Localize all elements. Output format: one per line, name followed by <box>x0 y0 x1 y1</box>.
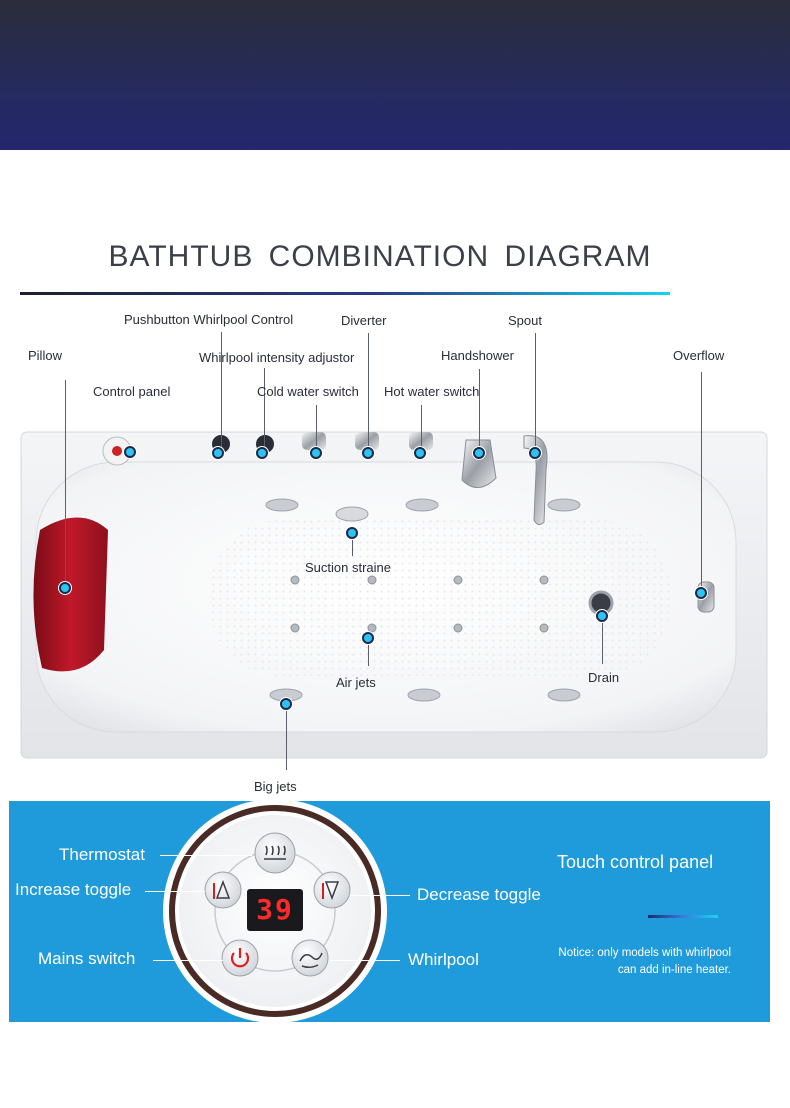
line-thermostat <box>160 855 252 856</box>
line-mains <box>153 960 223 961</box>
line-decrease <box>350 895 410 896</box>
marker-spout <box>529 447 541 459</box>
leader-overflow <box>701 372 702 592</box>
marker-drain <box>596 610 608 622</box>
air-jets-group <box>290 575 549 633</box>
label-drain: Drain <box>588 670 620 685</box>
label-increase-toggle: Increase toggle <box>15 880 132 899</box>
label-whirlpool-intensity-adjustor: Whirlpool intensity adjustor <box>199 350 355 365</box>
page-title: BATHTUB COMBINATION DIAGRAM <box>108 240 652 273</box>
leader-air-jets <box>368 641 369 666</box>
marker-pillow <box>59 582 71 594</box>
label-decrease-toggle: Decrease toggle <box>417 885 541 904</box>
thermostat-button <box>254 832 296 874</box>
decrease-toggle-button <box>313 871 351 909</box>
label-cold-water-switch: Cold water switch <box>257 384 359 399</box>
leader-handshower <box>479 369 480 451</box>
leader-suction <box>352 536 353 556</box>
marker-control-panel <box>124 446 136 458</box>
notice-line-2: can add in-line heater. <box>617 964 731 976</box>
notice-line-1: Notice: only models with whirlpool <box>558 947 731 959</box>
leader-intensity <box>264 368 265 452</box>
leader-spout <box>535 333 536 451</box>
pillow-shape <box>33 517 108 672</box>
heading-accent-bar <box>648 915 718 918</box>
marker-cold <box>310 447 322 459</box>
label-handshower: Handshower <box>441 348 514 363</box>
label-air-jets: Air jets <box>336 675 376 690</box>
line-whirlpool <box>330 960 400 961</box>
touch-panel-illustration <box>163 801 387 1022</box>
diverter-valve <box>355 432 379 450</box>
leader-cold <box>316 405 317 451</box>
leader-big-jets <box>286 707 287 770</box>
title-underline <box>20 292 670 295</box>
leader-drain <box>602 618 603 664</box>
big-jets-group <box>265 498 581 702</box>
label-control-panel: Control panel <box>93 384 171 399</box>
suction-strainer-shape <box>335 506 369 522</box>
label-thermostat: Thermostat <box>59 845 145 864</box>
increase-toggle-button <box>204 871 242 909</box>
marker-pushbutton <box>212 447 224 459</box>
marker-big-jets <box>280 698 292 710</box>
label-pushbutton-whirlpool-control: Pushbutton Whirlpool Control <box>124 312 294 327</box>
label-overflow: Overflow <box>673 348 725 363</box>
marker-hot <box>414 447 426 459</box>
marker-handshower <box>473 447 485 459</box>
leader-pillow <box>65 380 66 586</box>
leader-pushbutton <box>221 332 222 450</box>
bathtub-illustration <box>20 431 768 759</box>
leader-diverter <box>368 333 369 451</box>
label-mains-switch: Mains switch <box>38 949 136 968</box>
leader-hot <box>421 405 422 451</box>
label-whirlpool: Whirlpool <box>408 950 479 969</box>
marker-intensity <box>256 447 268 459</box>
header-band <box>0 0 790 150</box>
label-hot-water-switch: Hot water switch <box>384 384 480 399</box>
handshower-shape <box>461 439 497 488</box>
whirlpool-button <box>291 939 329 977</box>
anti-slip-area <box>210 520 670 676</box>
touch-control-panel-heading: Touch control panel <box>557 852 714 872</box>
label-pillow: Pillow <box>28 348 62 363</box>
marker-overflow <box>695 587 707 599</box>
line-increase <box>145 891 205 892</box>
label-spout: Spout <box>508 313 542 328</box>
control-panel-section <box>9 801 770 1022</box>
marker-air-jets <box>362 632 374 644</box>
marker-diverter <box>362 447 374 459</box>
notice-text: Notice: only models with whirlpool can a… <box>520 945 731 979</box>
label-diverter: Diverter <box>341 313 387 328</box>
cold-water-valve <box>302 432 326 450</box>
marker-suction <box>346 527 358 539</box>
display-digits: 39 <box>256 893 294 926</box>
label-big-jets: Big jets <box>254 779 297 794</box>
temperature-display <box>247 889 303 931</box>
label-suction-straine: Suction straine <box>305 560 391 575</box>
